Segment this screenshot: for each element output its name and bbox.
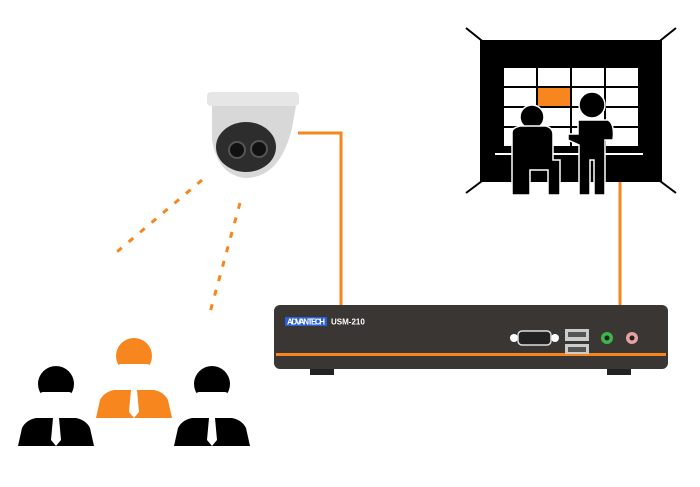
audio-jack-icon: [601, 332, 638, 344]
detection-line-left: [111, 178, 203, 258]
detection-line-right: [207, 202, 242, 317]
brand-text: ADVANTECH: [287, 318, 325, 327]
masked-person-icon: [174, 366, 250, 446]
usb-port-icon: [565, 329, 589, 354]
masked-person-icon: [18, 366, 94, 446]
serial-port-icon: [510, 330, 559, 346]
control-room-icon: [465, 27, 677, 196]
masked-person-icon: [96, 338, 172, 418]
camera-to-device-line: [298, 131, 343, 306]
thermal-camera-icon: [207, 92, 299, 178]
model-label: USM-210: [331, 318, 365, 327]
usm-210-device: ADVANTECH USM-210: [274, 305, 668, 375]
brand-logo: [285, 317, 327, 326]
